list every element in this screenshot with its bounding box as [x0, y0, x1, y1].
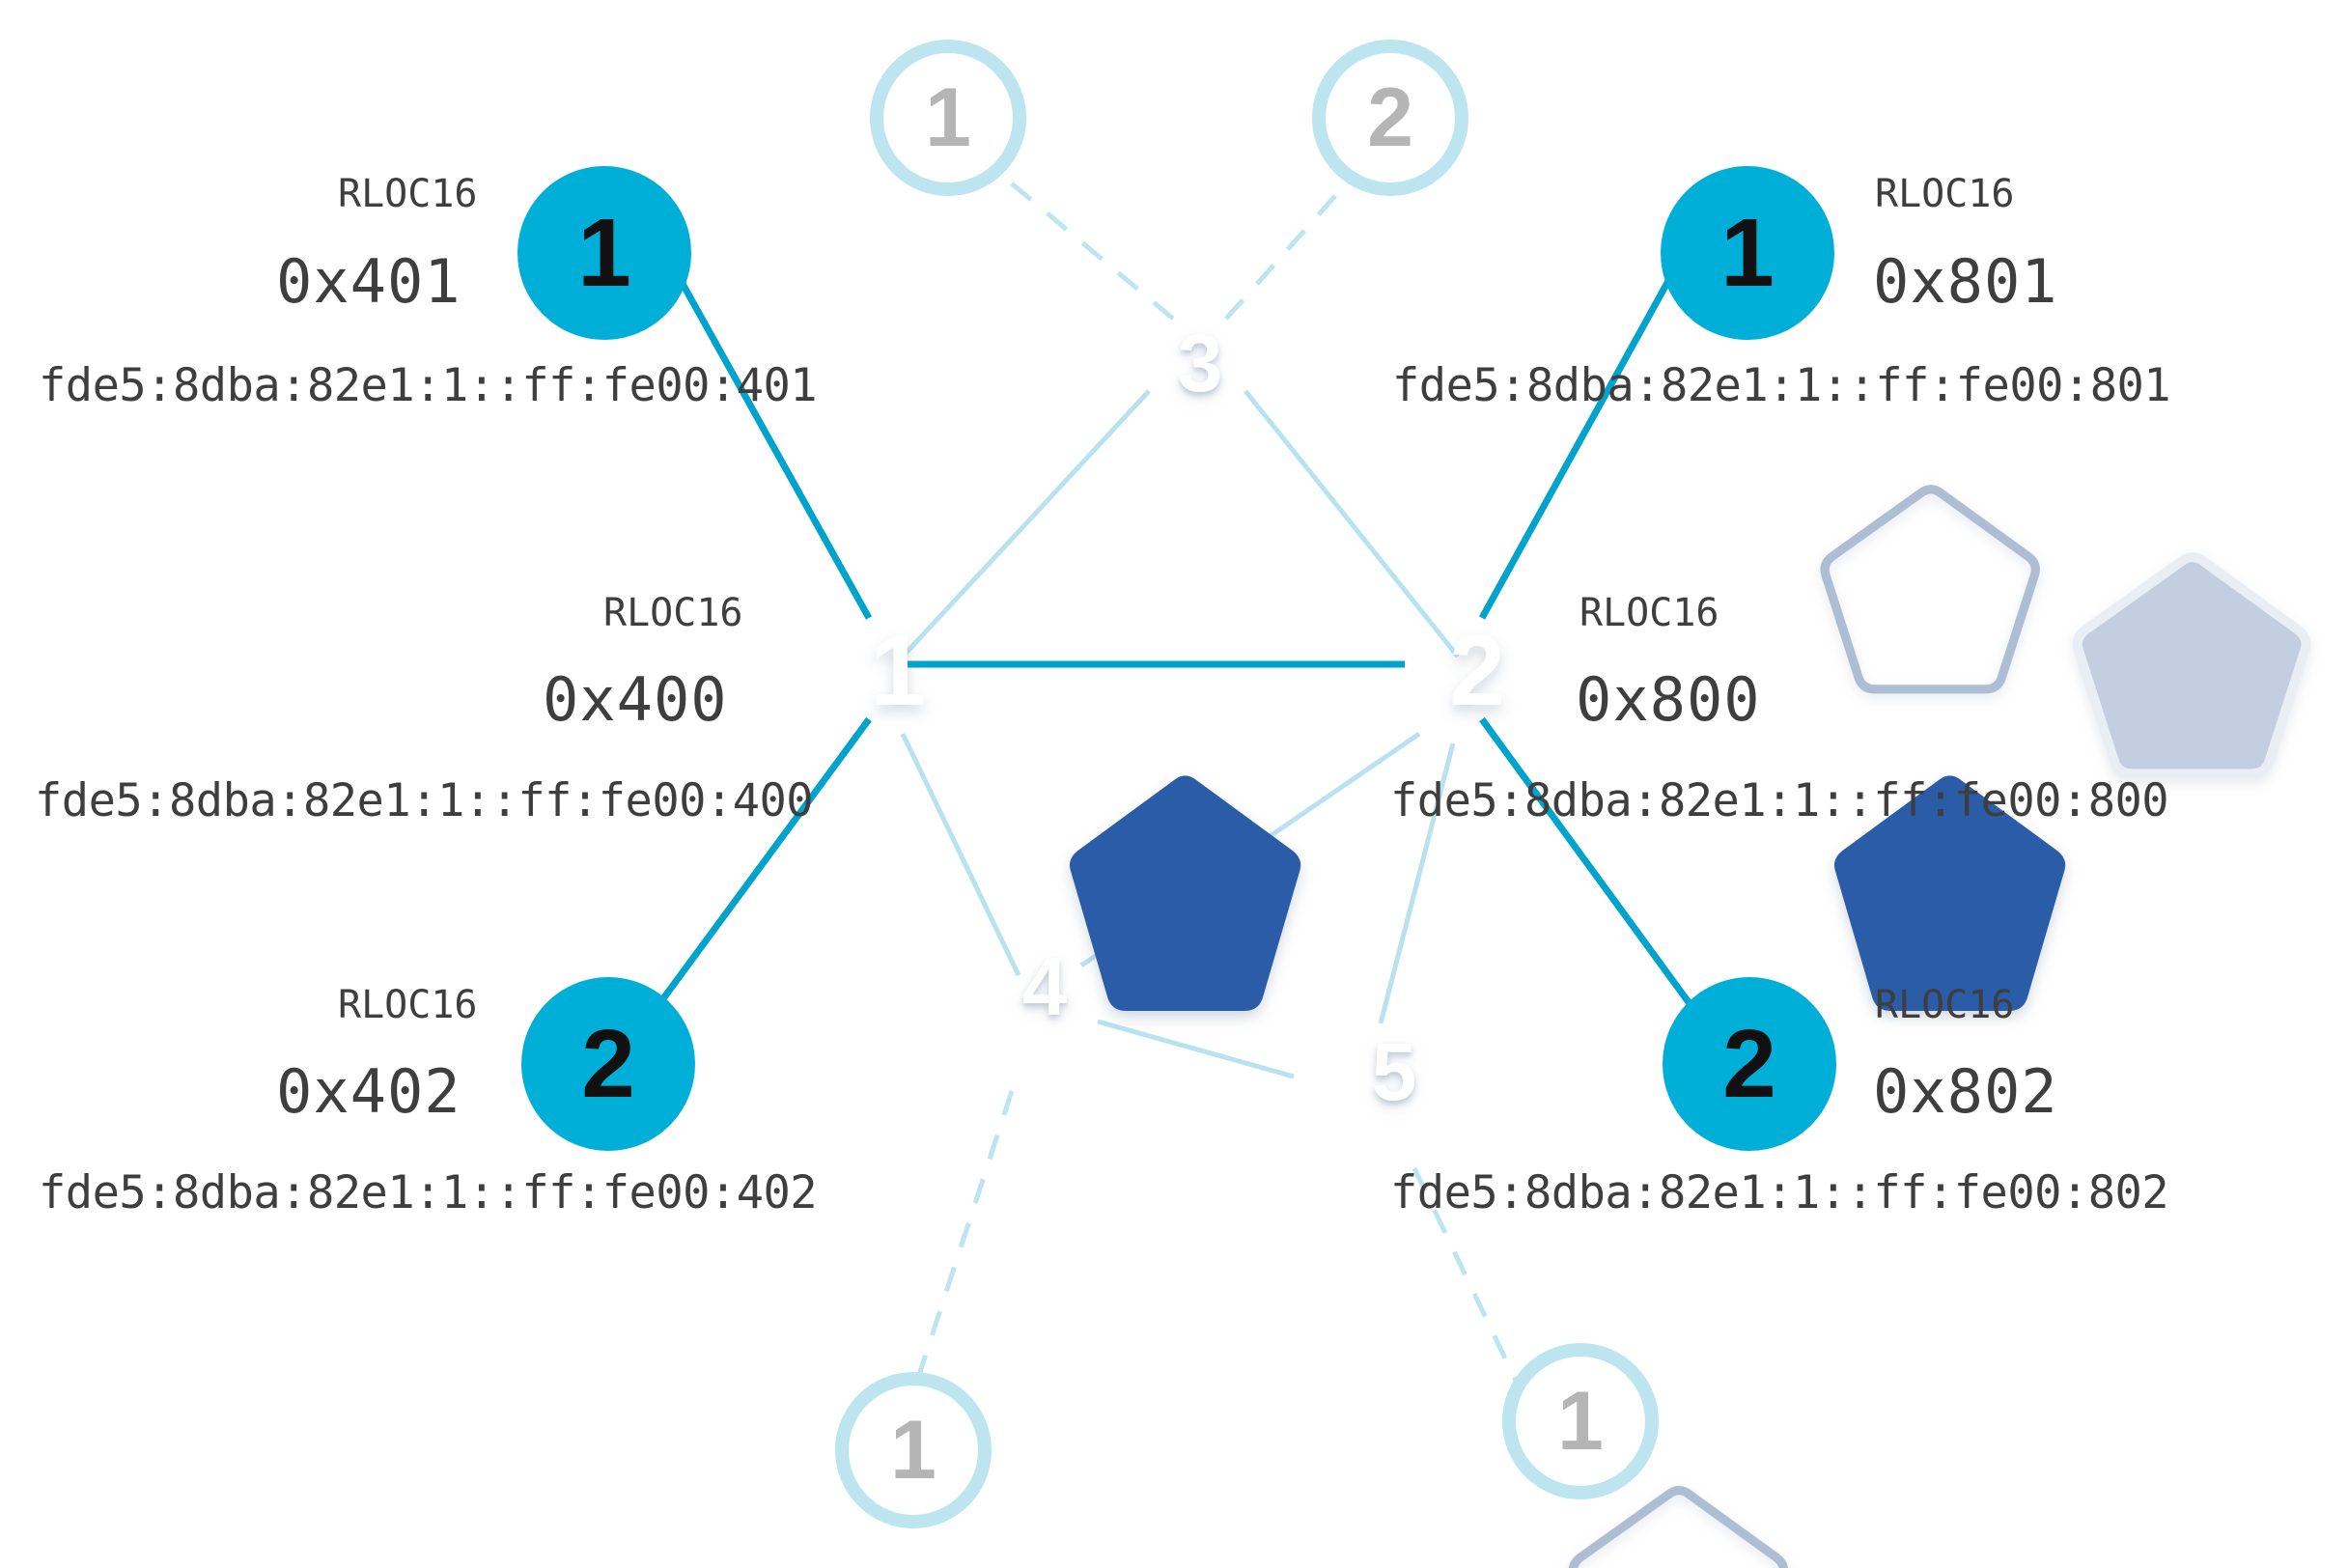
router-0x800-rloc-value: 0x800 — [1576, 664, 1761, 735]
router-4-number: 4 — [1022, 941, 1068, 1032]
child-faded-top-left-number: 1 — [925, 71, 971, 164]
child-faded-top-left[interactable]: 1 — [870, 40, 1026, 196]
link-faded-5-to-router2 — [1378, 742, 1456, 1024]
child-0x802[interactable]: 2 — [1663, 977, 1836, 1151]
router-0x400-ipv6: fde5:8dba:82e1:1::ff:fe00:400 — [35, 774, 814, 827]
child-0x801-number: 1 — [1720, 199, 1775, 307]
child-0x401[interactable]: 1 — [517, 166, 691, 340]
child-faded-bottom-left[interactable]: 1 — [835, 1372, 992, 1528]
router-3-number: 3 — [1178, 318, 1223, 408]
child-0x802-rloc-value: 0x802 — [1873, 1056, 2058, 1127]
child-0x401-number: 1 — [577, 199, 631, 307]
link-faded-router1-to-3 — [901, 389, 1151, 658]
child-0x402-number: 2 — [581, 1010, 635, 1118]
link-faded-4-to-child-bottom-left — [914, 1090, 1015, 1382]
child-faded-bottom-left-number: 1 — [890, 1404, 936, 1497]
router-0x800[interactable]: 2 — [1449, 615, 2066, 1011]
router-0x800-ipv6: fde5:8dba:82e1:1::ff:fe00:800 — [1390, 774, 2169, 827]
child-0x402-rloc-value: 0x402 — [276, 1056, 461, 1127]
child-0x401-rloc-value: 0x401 — [276, 246, 461, 317]
link-faded-router1-to-4 — [900, 732, 1021, 977]
child-faded-bottom-right-number: 1 — [1557, 1375, 1604, 1468]
child-0x402[interactable]: 2 — [521, 977, 695, 1151]
router-4[interactable]: 4 — [1022, 941, 2021, 1568]
link-faded-5-to-child-bottom-right — [1412, 1166, 1519, 1383]
child-0x801-rloc-label: RLOC16 — [1875, 172, 2015, 216]
router-3[interactable]: 3 — [1178, 318, 2311, 779]
child-0x402-rloc-label: RLOC16 — [338, 983, 478, 1027]
router-0x800-number: 2 — [1449, 615, 1505, 727]
child-0x401-ipv6: fde5:8dba:82e1:1::ff:fe00:401 — [39, 359, 818, 412]
router-0x400-rloc-label: RLOC16 — [603, 591, 743, 635]
router-5[interactable]: 5 — [1372, 1026, 2348, 1568]
child-faded-top-right-number: 2 — [1367, 71, 1413, 164]
link-faded-4-to-5 — [1097, 1019, 1295, 1079]
child-0x801-ipv6: fde5:8dba:82e1:1::ff:fe00:801 — [1392, 359, 2171, 412]
child-0x801[interactable]: 1 — [1661, 166, 1834, 340]
router-0x800-rloc-label: RLOC16 — [1579, 591, 1719, 635]
child-faded-bottom-right[interactable]: 1 — [1502, 1343, 1659, 1499]
child-0x801-rloc-value: 0x801 — [1873, 246, 2058, 317]
child-0x802-ipv6: fde5:8dba:82e1:1::ff:fe00:802 — [1390, 1166, 2169, 1219]
child-0x402-ipv6: fde5:8dba:82e1:1::ff:fe00:402 — [39, 1166, 818, 1219]
child-faded-top-right[interactable]: 2 — [1312, 40, 1468, 196]
link-active-router2-to-child-0x802 — [1479, 716, 1707, 1026]
child-0x401-rloc-label: RLOC16 — [338, 172, 478, 216]
router-0x400-number: 1 — [870, 615, 926, 727]
child-0x802-number: 2 — [1722, 1010, 1776, 1118]
router-5-number: 5 — [1372, 1026, 1417, 1117]
link-faded-3-to-router2 — [1244, 389, 1460, 658]
link-active-router1-to-child-0x402 — [642, 716, 872, 1026]
router-0x400[interactable]: 1 — [870, 615, 1301, 1011]
child-0x802-rloc-label: RLOC16 — [1875, 983, 2015, 1027]
router-0x400-rloc-value: 0x400 — [543, 664, 728, 735]
